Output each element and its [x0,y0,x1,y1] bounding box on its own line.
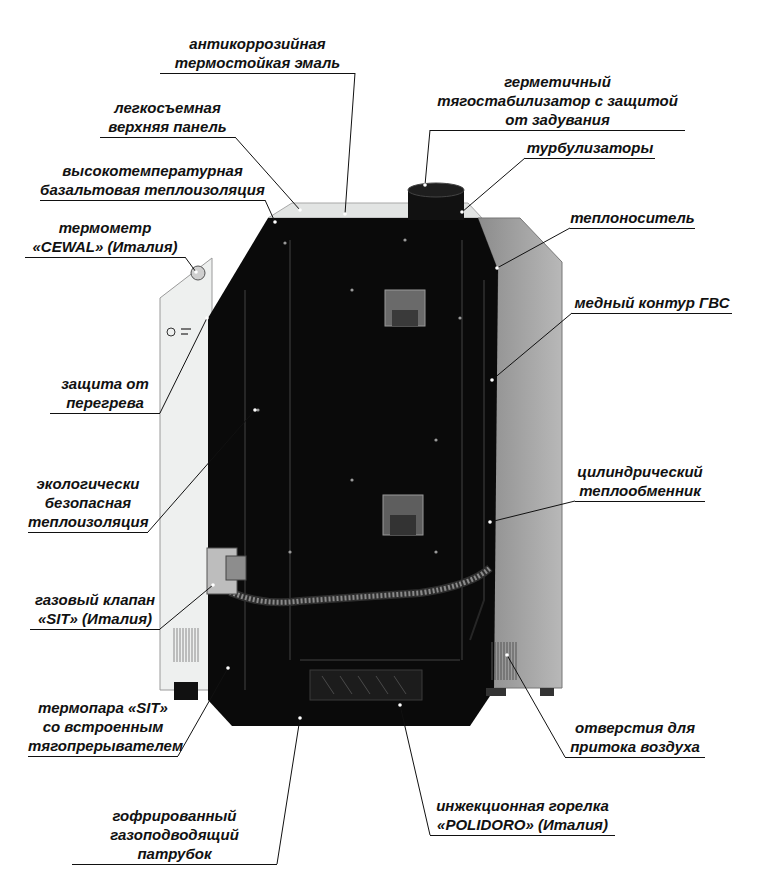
leader-dot [460,210,464,214]
leader-line [492,313,572,380]
leader-dot [488,520,492,524]
leader-line [160,318,207,413]
cutaway-body [208,218,498,726]
callout-label: газовый клапан «SIT» (Италия) [30,590,160,630]
leader-line [277,718,300,864]
leader-line [160,585,213,629]
callout-label: инжекционная горелка «POLIDORO» (Италия) [430,796,615,836]
leader-line [235,137,300,210]
leader-line [178,668,228,756]
leader-line [425,130,430,185]
leader-line [490,501,575,522]
callout-label: гофрированный газоподводящий патрубок [72,806,277,865]
callout-label: антикоррозийная термостойкая эмаль [160,34,355,74]
leader-line [400,705,430,835]
gas-tube [230,568,490,602]
leader-dot [490,378,494,382]
leader-dot [298,716,302,720]
callout-label: турбулизаторы [525,138,655,159]
gas-valve [226,556,246,580]
leader-dot [211,583,215,587]
inner-lines [245,240,484,690]
leader-line [507,655,565,757]
leader-dot [273,220,277,224]
callout-label: легкосъемная верхняя панель [100,98,235,138]
leader-dot [298,208,302,212]
callout-label: медный контур ГВС [572,293,732,314]
callout-label: отверстия для притока воздуха [565,718,705,758]
callout-label: цилиндрический теплообменник [575,462,705,502]
callout-label: термопара «SIT» со встроенным тягопрерыв… [28,698,178,757]
flue-top [408,183,464,197]
callout-label: термометр «CEWAL» (Италия) [25,218,185,258]
burner-slots [322,676,406,694]
callout-label: экологически безопасная теплоизоляция [28,474,148,533]
foot [540,688,554,696]
logo [167,328,175,336]
callout-label: герметичный тягостабилизатор с защитой о… [430,72,685,131]
leader-dot [343,212,347,216]
bracket [390,515,416,535]
foot [486,688,506,696]
callout-label: высокотемпературная базальтовая теплоизо… [40,161,265,201]
callout-label: теплоноситель [570,208,695,229]
bracket [385,290,425,326]
left-vents [174,628,198,662]
logo [181,328,191,330]
callout-label: защита от перегрева [50,374,160,414]
left-casing [160,258,212,690]
leader-dot [398,703,402,707]
leader-dot [205,316,209,320]
leader-dot [505,653,509,657]
leader-dot [495,266,499,270]
leader-line [462,158,525,212]
rivets [256,238,461,553]
leader-dot [226,666,230,670]
bracket [392,310,418,326]
leader-line [148,410,255,532]
leader-line [345,73,355,214]
gas-tube [230,568,490,602]
leader-line [185,257,196,272]
burner [310,670,422,700]
logo [181,333,188,335]
leader-dot [423,183,427,187]
right-vents [492,642,516,680]
leader-dot [194,270,198,274]
leader-line [497,228,570,268]
leader-dot [253,408,257,412]
bracket [383,495,423,535]
leader-line [265,200,275,222]
